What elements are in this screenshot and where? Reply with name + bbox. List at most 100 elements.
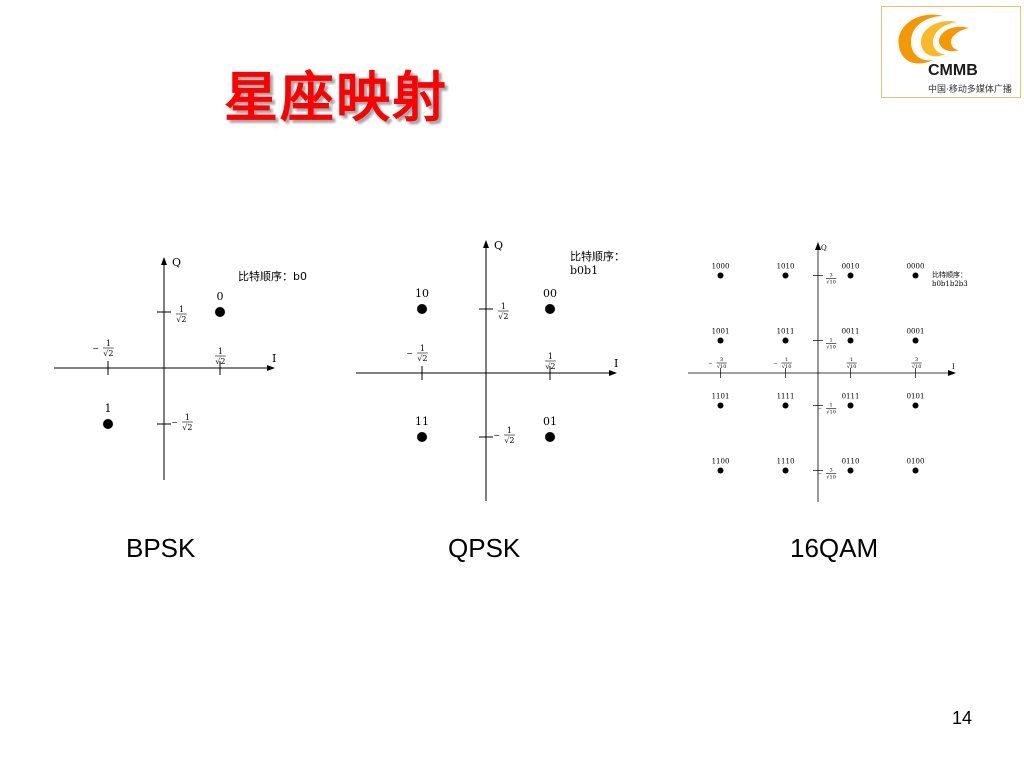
i-axis-label: I	[952, 363, 955, 371]
bpsk-label: BPSK	[126, 533, 196, 563]
constellation-point	[847, 272, 854, 279]
tick-denominator: √2	[417, 354, 427, 363]
constellation-point	[717, 467, 724, 474]
i-tick-label-pos: 1√2	[215, 347, 226, 366]
constellation-point	[847, 337, 854, 344]
i-tick-label-neg: −1√2	[406, 344, 428, 363]
q-tick-label-pos: 1√2	[498, 302, 509, 321]
tick-numerator: 1	[501, 302, 506, 311]
constellation-point	[417, 432, 427, 442]
point-label: 11	[415, 415, 429, 428]
i-tick-label: 1√10	[846, 357, 857, 370]
tick-denominator: √10	[826, 410, 836, 416]
tick-denominator: √2	[182, 423, 192, 432]
tick-numerator: 1	[785, 357, 788, 363]
cmmb-logo	[881, 6, 1021, 98]
point-label: 1000	[712, 263, 730, 271]
tick-numerator: 1	[185, 413, 190, 422]
logo-brand: CMMB	[928, 62, 978, 79]
constellation-point	[417, 304, 427, 314]
16qam-constellation: IQ−3√10−1√101√103√103√101√10−1√10−3√10比特…	[688, 242, 968, 502]
point-label: 0101	[907, 393, 925, 401]
constellation-point	[782, 337, 789, 344]
constellation-point	[782, 402, 789, 409]
bit-order-label: 比特顺序：	[570, 249, 625, 263]
q-axis-label: Q	[821, 244, 827, 252]
tick-minus: −	[708, 361, 712, 367]
tick-numerator: 1	[830, 338, 833, 344]
slide-title: 星座映射	[224, 66, 448, 129]
q-tick-label: − 1√10	[818, 403, 837, 416]
point-label: 01	[543, 415, 557, 428]
tick-minus: −	[92, 344, 99, 353]
i-tick-label-neg: −1√2	[92, 339, 114, 358]
tick-numerator: 3	[830, 468, 833, 474]
bit-order-value: b0b1b2b3	[932, 280, 968, 288]
point-label: 0000	[907, 263, 925, 271]
tick-numerator: 3	[830, 273, 833, 279]
constellation-point	[912, 402, 919, 409]
point-label: 1001	[712, 328, 730, 336]
i-tick-label: −1√10	[773, 357, 792, 370]
constellation-point	[717, 402, 724, 409]
page-number: 14	[952, 708, 973, 728]
tick-denominator: √2	[498, 312, 508, 321]
constellation-point	[103, 419, 113, 429]
constellation-point	[847, 467, 854, 474]
q-tick-label: 1√10	[826, 338, 837, 351]
constellation-point	[912, 337, 919, 344]
i-tick-label-pos: 1√2	[545, 352, 556, 371]
tick-minus: −	[818, 406, 822, 412]
swirl-icon	[898, 14, 969, 64]
tick-denominator: √10	[912, 364, 922, 370]
point-label: 0110	[842, 458, 860, 466]
point-label: 00	[543, 287, 557, 300]
i-axis-label: I	[272, 352, 276, 365]
i-axis-label: I	[614, 357, 618, 370]
tick-denominator: √10	[847, 364, 857, 370]
point-label: 0111	[842, 393, 860, 401]
tick-denominator: √2	[215, 357, 225, 366]
constellation-point	[782, 272, 789, 279]
16qam-label: 16QAM	[790, 533, 879, 563]
tick-numerator: 1	[420, 344, 425, 353]
tick-numerator: 1	[830, 403, 833, 409]
bit-order-label: 比特顺序：	[932, 270, 967, 279]
tick-denominator: √2	[545, 362, 555, 371]
point-label: 0011	[842, 328, 860, 336]
logo-subtitle: 中国·移动多媒体广播	[928, 85, 1012, 95]
constellation-point	[847, 402, 854, 409]
constellation-point	[912, 467, 919, 474]
tick-numerator: 1	[548, 352, 553, 361]
tick-denominator: √2	[504, 436, 514, 445]
tick-numerator: 1	[179, 305, 184, 314]
point-label: 1110	[777, 458, 795, 466]
point-label: 0	[217, 290, 224, 303]
point-label: 0100	[907, 458, 925, 466]
q-axis-label: Q	[172, 256, 181, 269]
point-label: 0001	[907, 328, 925, 336]
i-tick-label: − 3√10	[708, 357, 727, 370]
constellation-point	[717, 272, 724, 279]
q-tick-label-neg: −1√2	[171, 413, 193, 432]
point-label: 0010	[842, 263, 860, 271]
constellation-point	[912, 272, 919, 279]
constellation-point	[545, 304, 555, 314]
tick-denominator: √10	[826, 475, 836, 481]
tick-denominator: √10	[717, 364, 727, 370]
tick-denominator: √10	[826, 345, 836, 351]
tick-numerator: 3	[720, 357, 723, 363]
point-label: 1111	[777, 393, 795, 401]
constellation-point	[215, 307, 225, 317]
tick-minus: −	[406, 349, 413, 358]
tick-denominator: √10	[826, 280, 836, 286]
tick-denominator: √10	[782, 364, 792, 370]
point-label: 1100	[712, 458, 730, 466]
point-label: 10	[415, 287, 429, 300]
tick-denominator: √2	[103, 349, 113, 358]
qpsk-label: QPSK	[448, 533, 521, 563]
tick-numerator: 1	[218, 347, 223, 356]
bit-order-label: 比特顺序：b0	[238, 269, 307, 283]
